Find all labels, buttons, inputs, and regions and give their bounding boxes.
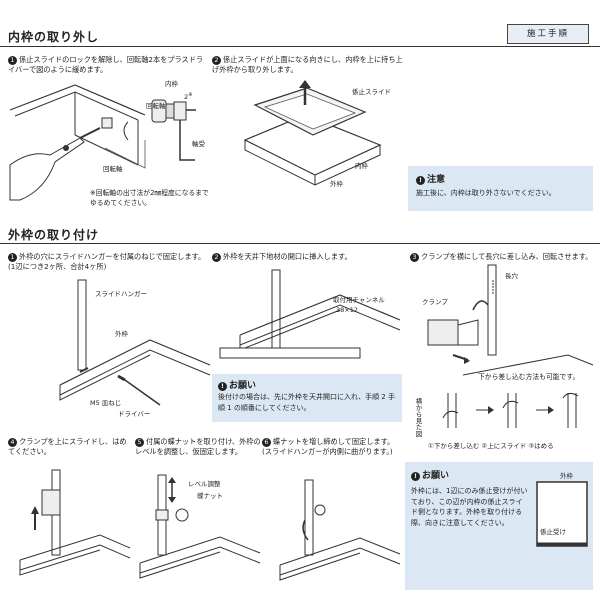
install-step3-illustration [427, 264, 594, 376]
request-box-1: !お願い 後付けの場合は、先に外枠を天井開口に入れ、手順 2 手順 1 の順番に… [212, 374, 402, 422]
label-level-adjust: レベル調整 [188, 480, 221, 488]
install-step4-illustration [19, 469, 131, 576]
label-screw: M5 皿ねじ [90, 399, 122, 407]
caution-box: !注意 施工後に、内枠は取り外さないでください。 [408, 166, 593, 211]
caution-title: !注意 [416, 172, 445, 185]
label-channel-size: 38×12 [336, 306, 358, 314]
section-title-install: 外枠の取り付け [8, 228, 100, 242]
label-rotation-axis: 回転軸 [146, 102, 166, 110]
install-step5-illustration [139, 474, 261, 579]
side-view-sequence-illustration [442, 392, 579, 428]
request-text-2: 外枠には、1辺にのみ係止受けが付いており、この辺が内枠の係止スライド側となります… [411, 487, 528, 527]
label-long-hole: 長穴 [505, 272, 518, 280]
label-dimension: 2※ [184, 92, 193, 102]
label-inner-frame: 内枠 [165, 80, 178, 88]
label-stop-receiver: 係止受け [540, 528, 566, 536]
step-number: 5 [135, 438, 144, 447]
label-outer-frame: 外枠 [330, 180, 343, 188]
install-step6-illustration [279, 479, 401, 581]
step-number: 4 [8, 438, 17, 447]
label-stop-slide: 係止スライド [352, 88, 391, 96]
step-number: 1 [8, 56, 17, 65]
label-bearing: 軸受 [192, 140, 205, 148]
install-step1-illustration [59, 279, 211, 406]
label-outer-frame-diagram: 外枠 [560, 472, 573, 480]
frame-orientation-diagram [536, 481, 588, 547]
warning-icon: ! [411, 472, 420, 481]
label-side-view: 横から見た図 [414, 398, 422, 437]
step-number: 3 [410, 253, 419, 262]
removal-note: ※回転軸の出寸法が2㎜程度になるまでゆるめてください。 [90, 189, 209, 207]
label-rotation-axis-2: 回転軸 [103, 165, 123, 173]
warning-icon: ! [218, 382, 227, 391]
label-slide-hanger: スライドハンガー [95, 290, 147, 298]
install-step2-illustration [219, 269, 401, 359]
step-number: 1 [8, 253, 17, 262]
alt-method-note: 下から差し込む方法も可能です。 [478, 373, 580, 381]
removal-step2-illustration [243, 80, 382, 186]
request-text-1: 後付けの場合は、先に外枠を天井開口に入れ、手順 2 手順 1 の順番にしてくださ… [218, 393, 395, 412]
label-inner-frame-2: 内枠 [355, 162, 368, 170]
label-channel: 取付用チャンネル [333, 296, 385, 304]
procedure-badge: 施工手順 [507, 24, 589, 44]
section-title-removal: 内枠の取り外し [8, 30, 100, 44]
caution-text: 施工後に、内枠は取り外さないでください。 [416, 189, 556, 197]
section-divider [0, 243, 600, 244]
sequence-caption: ①下から差し込む ②上にスライド ③はめる [428, 442, 554, 450]
label-driver: ドライバー [118, 410, 151, 418]
request-box-2: !お願い 外枠には、1辺にのみ係止受けが付いており、この辺が内枠の係止スライド側… [405, 462, 593, 590]
request-title-2: !お願い [411, 468, 449, 481]
request-title-1: !お願い [218, 378, 256, 391]
removal-step1-illustration [9, 84, 196, 201]
label-wing-nut: 蝶ナット [197, 492, 223, 500]
label-outer-frame: 外枠 [115, 330, 128, 338]
step-number: 6 [262, 438, 271, 447]
warning-icon: ! [416, 176, 425, 185]
label-clamp: クランプ [422, 298, 448, 306]
section-divider [0, 46, 600, 47]
step-number: 2 [212, 253, 221, 262]
step-number: 2 [212, 56, 221, 65]
